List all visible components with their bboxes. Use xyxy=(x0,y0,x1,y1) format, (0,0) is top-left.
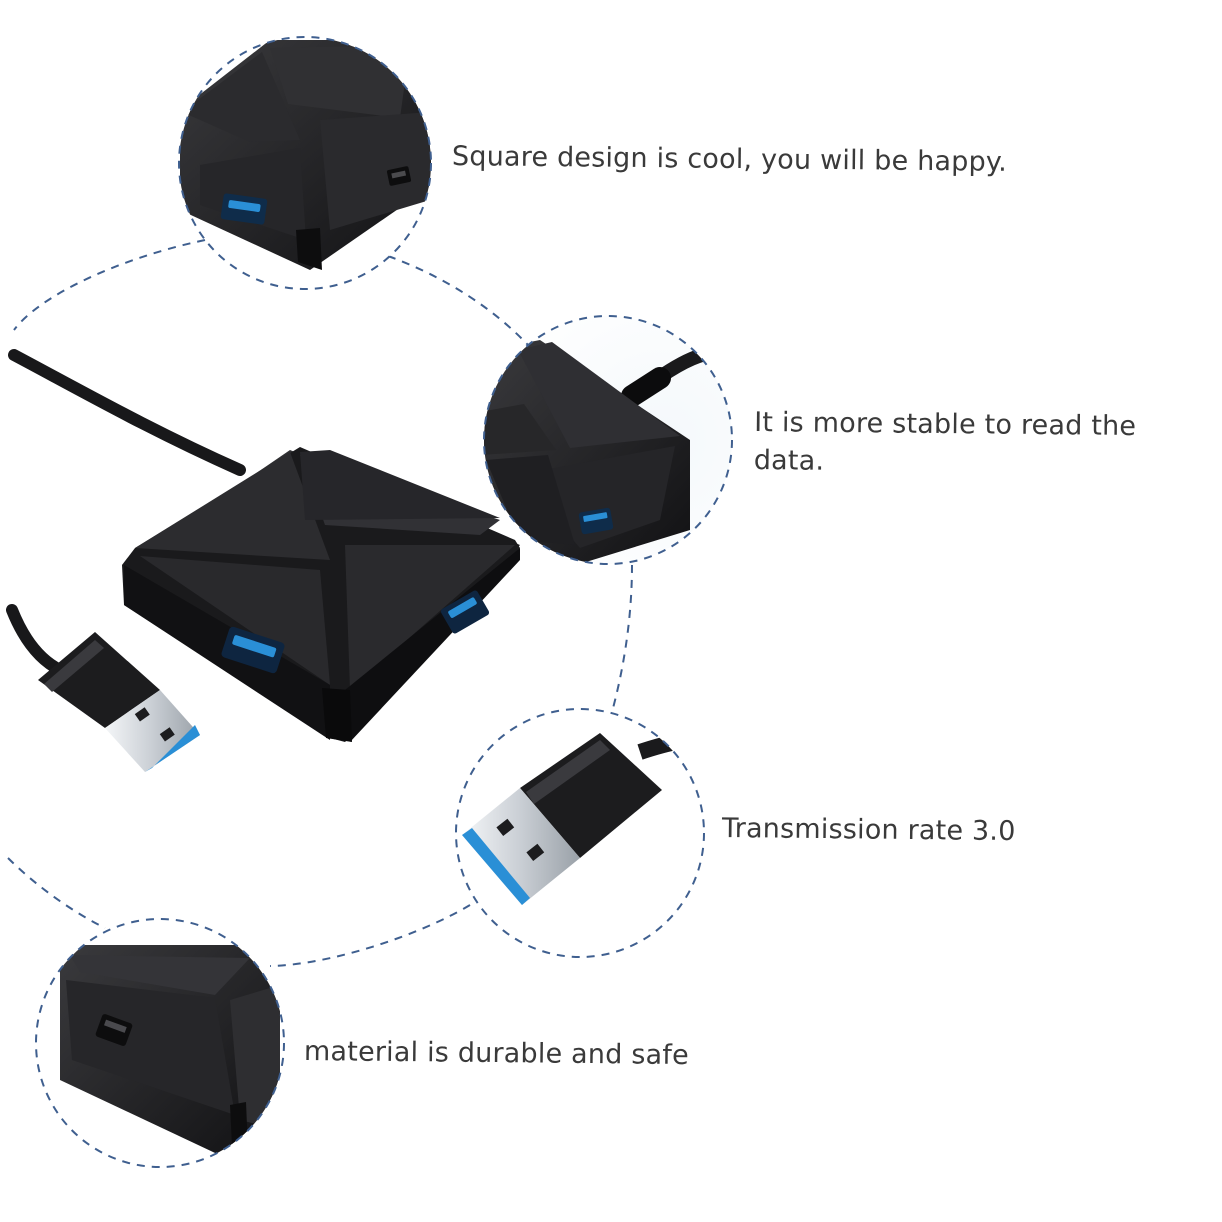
usb-hub-main xyxy=(6,349,520,772)
usb-a-connector xyxy=(38,632,200,772)
caption-transmission-rate: Transmission rate 3.0 xyxy=(721,813,1016,848)
caption-material: material is durable and safe xyxy=(303,1036,690,1072)
closeup-material xyxy=(35,918,285,1168)
usb-port-icon-side xyxy=(440,590,490,634)
usb-port-icon xyxy=(221,626,285,674)
caption-stable-read: It is more stable to read the data. xyxy=(753,407,1137,477)
closeup-square-design xyxy=(178,36,432,290)
closeup-usb-a-connector xyxy=(455,708,705,958)
caption-square-design: Square design is cool, you will be happy… xyxy=(451,141,1008,178)
dashed-connector-lines xyxy=(7,239,633,967)
closeup-cable-connection xyxy=(483,315,733,565)
